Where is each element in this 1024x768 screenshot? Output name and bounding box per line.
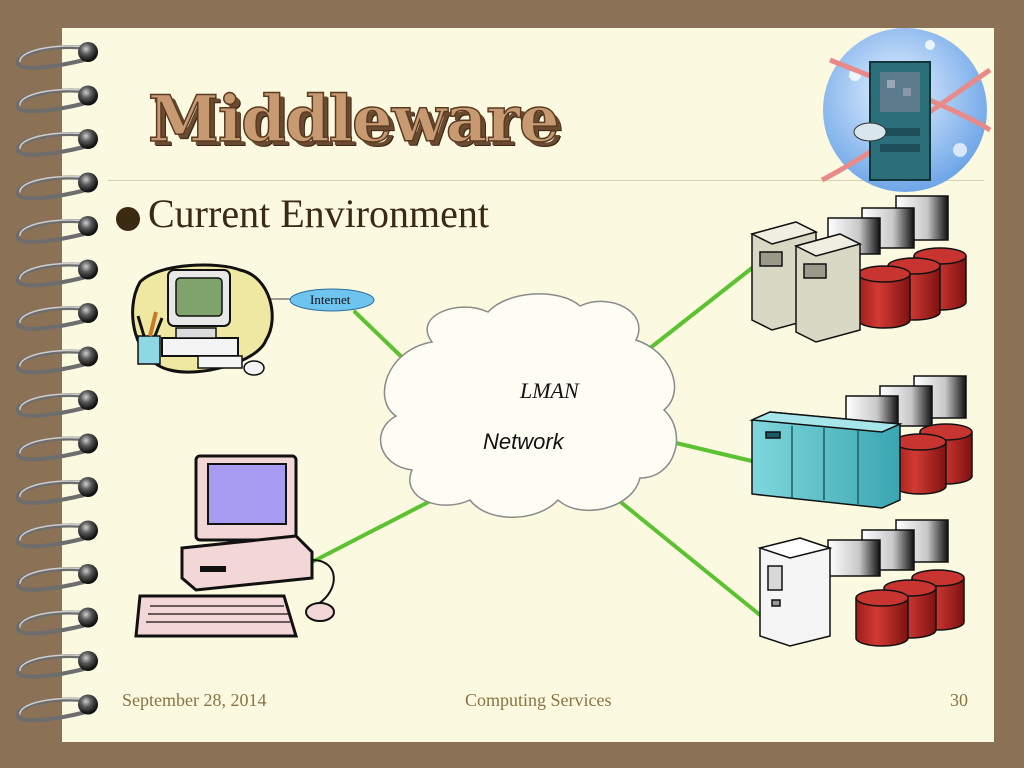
spiral-ring bbox=[15, 172, 98, 201]
link-cloud-server2 bbox=[674, 441, 758, 464]
cloud-label-network: Network bbox=[483, 429, 565, 454]
footer-center: Computing Services bbox=[465, 690, 612, 710]
bullet-item: Current Environment bbox=[116, 190, 489, 237]
spiral-ring bbox=[15, 651, 98, 679]
spiral-ring bbox=[15, 390, 98, 418]
spiral-ring bbox=[15, 564, 98, 592]
tower-server-icon bbox=[757, 537, 833, 647]
spiral-ring bbox=[15, 694, 98, 723]
spiral-ring bbox=[15, 607, 98, 636]
bullet-text: Current Environment bbox=[148, 191, 490, 236]
cloud-label-lman: LMAN bbox=[519, 378, 580, 403]
server-group-1 bbox=[749, 195, 967, 343]
disk-stack-icon bbox=[857, 247, 967, 329]
spiral-ring bbox=[15, 85, 98, 114]
spiral-ring bbox=[15, 303, 98, 331]
spiral-ring bbox=[15, 216, 98, 244]
monitor-stack-icon bbox=[827, 519, 949, 577]
monitor-stack-icon bbox=[845, 375, 967, 433]
spiral-ring bbox=[15, 477, 98, 505]
internet-label: Internet bbox=[310, 292, 351, 307]
link-pc-cloud bbox=[310, 493, 444, 564]
desktop-clipart-icon bbox=[131, 263, 274, 376]
spiral-ring bbox=[15, 259, 98, 288]
connection-lines bbox=[310, 266, 762, 617]
footer-page-number: 30 bbox=[950, 690, 968, 710]
internet-bubble: Internet bbox=[240, 288, 375, 312]
pc-clipart-icon bbox=[134, 454, 335, 638]
lman-cloud: LMAN Network bbox=[379, 293, 678, 518]
server-group-3 bbox=[757, 519, 965, 647]
spiral-ring bbox=[15, 129, 98, 157]
spiral-ring bbox=[15, 433, 98, 462]
spiral-ring bbox=[15, 520, 98, 549]
slide-title: Middleware bbox=[147, 81, 560, 158]
disk-stack-icon bbox=[893, 423, 973, 495]
globe-computer-icon bbox=[820, 28, 992, 192]
spiral-ring bbox=[15, 346, 98, 375]
footer-date: September 28, 2014 bbox=[122, 690, 267, 710]
server-cabinet-icon bbox=[749, 221, 863, 343]
server-group-2 bbox=[749, 375, 973, 509]
title-divider bbox=[108, 180, 984, 181]
link-cloud-server3 bbox=[610, 493, 762, 617]
disk-stack-icon bbox=[855, 569, 965, 647]
bullet-icon bbox=[116, 207, 140, 232]
spiral-binding bbox=[15, 42, 98, 723]
mainframe-icon bbox=[749, 411, 903, 509]
spiral-ring bbox=[15, 42, 98, 70]
link-cloud-server1 bbox=[638, 266, 754, 358]
